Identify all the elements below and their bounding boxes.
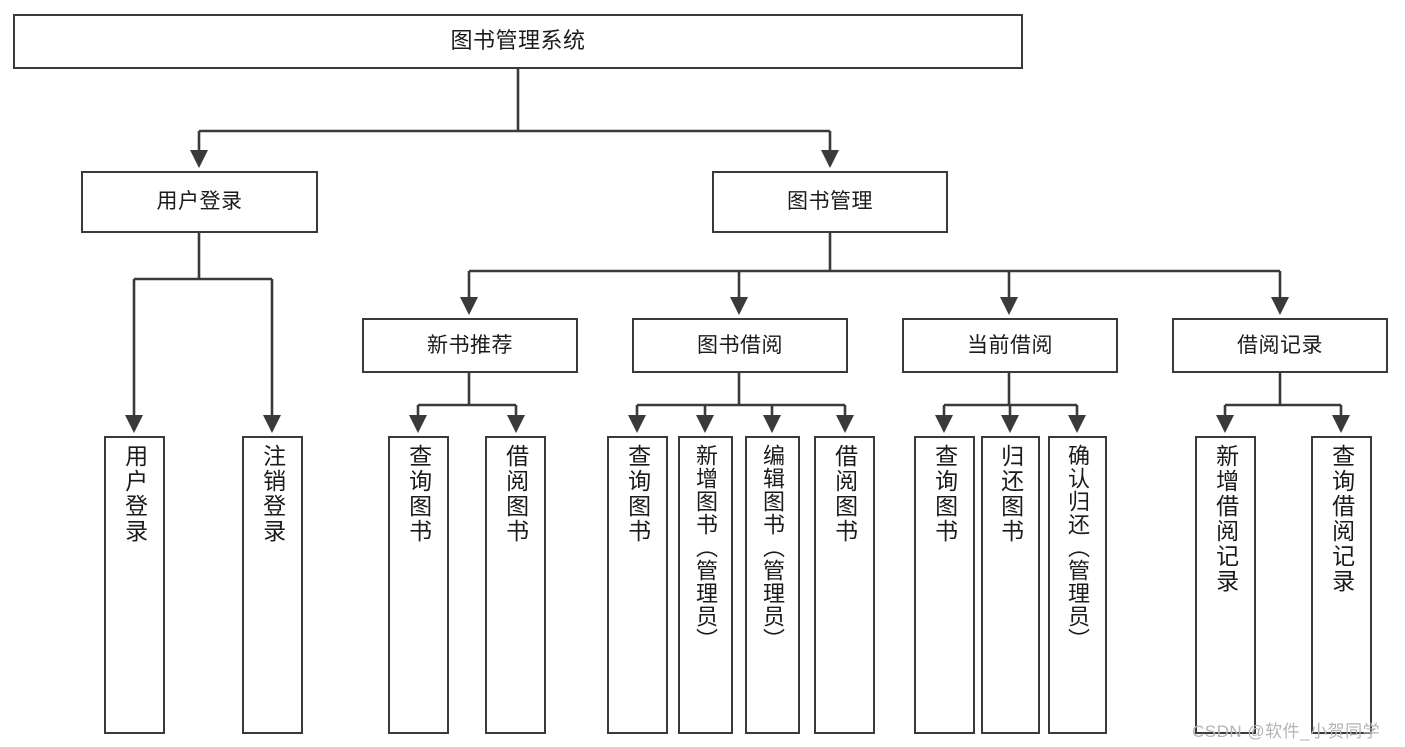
leaf-user-login-label: 用户登录 <box>121 444 148 544</box>
node-borrow-record[interactable]: 借阅记录 <box>1172 318 1388 373</box>
leaf-query-book-current[interactable]: 查询图书 <box>914 436 975 734</box>
leaf-query-book-borrow-label: 查询图书 <box>624 444 651 544</box>
leaf-user-login[interactable]: 用户登录 <box>104 436 165 734</box>
node-book-management[interactable]: 图书管理 <box>712 171 948 233</box>
leaf-borrow-book[interactable]: 借阅图书 <box>814 436 875 734</box>
leaf-borrow-book-recommend[interactable]: 借阅图书 <box>485 436 546 734</box>
node-borrow-record-label: 借阅记录 <box>1237 333 1323 357</box>
node-root-label: 图书管理系统 <box>450 28 586 54</box>
watermark: CSDN @软件_小贺同学 <box>1192 722 1381 741</box>
leaf-confirm-return-label: 确认归还（管理员） <box>1065 444 1091 651</box>
leaf-add-book[interactable]: 新增图书（管理员） <box>678 436 733 734</box>
leaf-query-borrow-record-label: 查询借阅记录 <box>1328 444 1355 594</box>
leaf-borrow-book-label: 借阅图书 <box>831 444 858 544</box>
leaf-add-borrow-record[interactable]: 新增借阅记录 <box>1195 436 1256 734</box>
leaf-query-book-borrow[interactable]: 查询图书 <box>607 436 668 734</box>
leaf-confirm-return[interactable]: 确认归还（管理员） <box>1048 436 1107 734</box>
node-book-borrow-label: 图书借阅 <box>697 333 783 357</box>
leaf-query-book-recommend[interactable]: 查询图书 <box>388 436 449 734</box>
leaf-add-borrow-record-label: 新增借阅记录 <box>1212 444 1239 594</box>
leaf-edit-book-label: 编辑图书（管理员） <box>760 444 786 651</box>
node-current-borrow[interactable]: 当前借阅 <box>902 318 1118 373</box>
node-new-book-recommend-label: 新书推荐 <box>427 333 513 357</box>
leaf-return-book[interactable]: 归还图书 <box>981 436 1040 734</box>
node-user-login-label: 用户登录 <box>156 190 243 214</box>
leaf-add-book-label: 新增图书（管理员） <box>693 444 719 651</box>
leaf-borrow-book-recommend-label: 借阅图书 <box>502 444 529 544</box>
node-root[interactable]: 图书管理系统 <box>13 14 1023 69</box>
node-book-management-label: 图书管理 <box>787 190 873 214</box>
leaf-logout[interactable]: 注销登录 <box>242 436 303 734</box>
leaf-return-book-label: 归还图书 <box>997 444 1024 544</box>
leaf-edit-book[interactable]: 编辑图书（管理员） <box>745 436 800 734</box>
leaf-logout-label: 注销登录 <box>259 444 286 544</box>
node-current-borrow-label: 当前借阅 <box>967 333 1053 357</box>
leaf-query-book-recommend-label: 查询图书 <box>405 444 432 544</box>
node-book-borrow[interactable]: 图书借阅 <box>632 318 848 373</box>
leaf-query-book-current-label: 查询图书 <box>931 444 958 544</box>
leaf-query-borrow-record[interactable]: 查询借阅记录 <box>1311 436 1372 734</box>
node-new-book-recommend[interactable]: 新书推荐 <box>362 318 578 373</box>
node-user-login[interactable]: 用户登录 <box>81 171 318 233</box>
